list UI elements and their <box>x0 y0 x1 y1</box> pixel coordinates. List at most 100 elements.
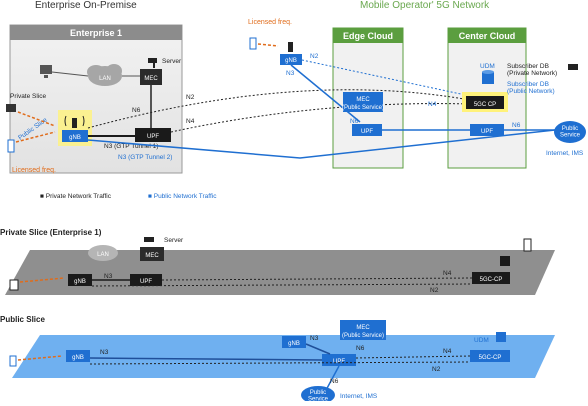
center-upf-label: UPF <box>481 129 493 135</box>
private-n4-label: N4 <box>443 270 452 277</box>
n3-tunnel1-label: N3 (GTP Tunnel 1) <box>104 143 158 150</box>
center-upf-box <box>470 124 504 136</box>
public-mec-sub: (Public Service) <box>342 333 384 339</box>
center-n6-label: N6 <box>512 122 521 129</box>
private-5gc-box <box>472 272 510 284</box>
public-slice-band <box>12 335 555 378</box>
public-gnb-mid-label: gNB <box>288 341 300 347</box>
center-cloud-title: Center Cloud <box>459 31 516 41</box>
private-5gc-label: 5GC-CP <box>480 277 503 283</box>
private-mec-box <box>140 247 164 261</box>
edge-n6-label: N6 <box>350 118 359 125</box>
private-upf-box <box>130 274 162 286</box>
private-gnb-box <box>68 274 92 286</box>
server-camera-icon <box>148 58 157 68</box>
public-section-title: Public Slice <box>0 315 45 324</box>
edge-cloud-title: Edge Cloud <box>343 31 393 41</box>
public-udm-label: UDM <box>474 337 489 344</box>
lan-label: LAN <box>99 76 111 82</box>
private-server-camera-icon <box>144 237 154 242</box>
enterprise-1-header-bar <box>10 25 182 40</box>
public-n3-left-label: N3 <box>100 349 109 356</box>
public-5gc-box <box>470 350 510 362</box>
legend-private: ■ Private Network Traffic <box>40 193 112 200</box>
public-gnb-left-label: gNB <box>72 355 84 361</box>
edge-cloud-header-bar <box>333 28 403 43</box>
enterprise-1-title: Enterprise 1 <box>70 28 122 38</box>
subscriber-db-public: Subscriber DB(Public Network) <box>507 81 555 95</box>
udm-database-icon <box>482 70 494 84</box>
private-section-title: Private Slice (Enterprise 1) <box>0 228 102 237</box>
upf-enterprise-label: UPF <box>147 134 159 140</box>
gnb-enterprise-label: gNB <box>69 135 81 141</box>
licensed-freq-remote: Licensed freq. <box>248 19 292 26</box>
enterprise-1-box <box>9 24 183 174</box>
gnb-remote-box <box>280 54 302 65</box>
remote-antenna-icon <box>288 42 293 52</box>
fivegc-cp-label: 5GC CP <box>474 102 496 108</box>
udm-label: UDM <box>480 63 495 70</box>
phone-device-icon <box>7 139 15 153</box>
edge-mec-box <box>343 92 383 112</box>
computer-icon <box>40 65 52 78</box>
enterprise-on-premise-header: Enterprise On-Premise <box>35 0 137 11</box>
private-udm-database-icon <box>500 256 510 266</box>
mec-label: MEC <box>144 76 158 82</box>
edge-upf-box <box>352 124 382 136</box>
private-slice-label: Private Slice <box>10 93 47 100</box>
n2-remote-label: N2 <box>310 53 319 60</box>
n3-tunnel2-label: N3 (GTP Tunnel 2) <box>118 154 172 161</box>
n4-label: N4 <box>186 118 195 125</box>
licensed-freq-enterprise: Licensed freq. <box>12 167 56 174</box>
n4-edge-label: N4 <box>428 101 437 108</box>
legend-public: ■ Public Network Traffic <box>148 193 217 200</box>
public-gnb-left-box <box>66 350 90 362</box>
antenna-icon <box>64 115 85 128</box>
public-n4-label: N4 <box>443 348 452 355</box>
public-service-bottom-cloud-icon <box>301 386 335 404</box>
edge-mec-label: MEC <box>356 97 370 103</box>
internet-ims-label: Internet, IMS <box>546 150 584 157</box>
center-cloud-header-bar <box>448 28 526 43</box>
edge-upf-label: UPF <box>361 129 373 135</box>
public-phone-icon <box>9 355 17 367</box>
public-internet-ims-label: Internet, IMS <box>340 393 378 400</box>
robot-device-icon <box>6 104 16 112</box>
public-n2-label: N2 <box>432 366 441 373</box>
private-server-label: Server <box>164 237 184 244</box>
public-5gc-label: 5GC-CP <box>479 355 502 361</box>
fivegc-cp-box <box>466 96 504 109</box>
remote-phone-icon <box>249 37 257 50</box>
subscriber-db-private: Subscriber DB(Private Network) <box>507 63 557 77</box>
private-n2-label: N2 <box>430 287 439 294</box>
n2-label: N2 <box>186 94 195 101</box>
edge-mec-sub: (Public Service) <box>342 105 384 111</box>
upf-enterprise-box <box>135 128 171 142</box>
public-udm-database-icon <box>496 332 506 342</box>
server-label: Server <box>162 58 182 65</box>
n6-label: N6 <box>132 107 141 114</box>
mobile-operator-header: Mobile Operator' 5G Network <box>360 0 490 11</box>
private-device-icon <box>9 279 19 291</box>
n3-remote-label: N3 <box>286 70 295 77</box>
public-n3-mid-label: N3 <box>310 335 319 342</box>
public-n6-bottom-label: N6 <box>330 378 339 385</box>
lan-cloud-icon <box>87 64 122 86</box>
public-upf-label: UPF <box>333 359 345 365</box>
private-gnb-label: gNB <box>74 279 86 285</box>
mec-box <box>140 69 162 85</box>
private-phone-icon <box>523 238 532 252</box>
public-n6-mec-label: N6 <box>356 345 365 352</box>
private-lan-label: LAN <box>97 252 109 258</box>
public-gnb-mid-box <box>282 336 306 348</box>
private-upf-label: UPF <box>140 279 152 285</box>
center-camera-icon <box>568 64 578 70</box>
private-mec-label: MEC <box>145 253 159 259</box>
private-n3-label: N3 <box>104 273 113 280</box>
public-mec-box <box>340 320 386 340</box>
public-mec-label: MEC <box>356 325 370 331</box>
